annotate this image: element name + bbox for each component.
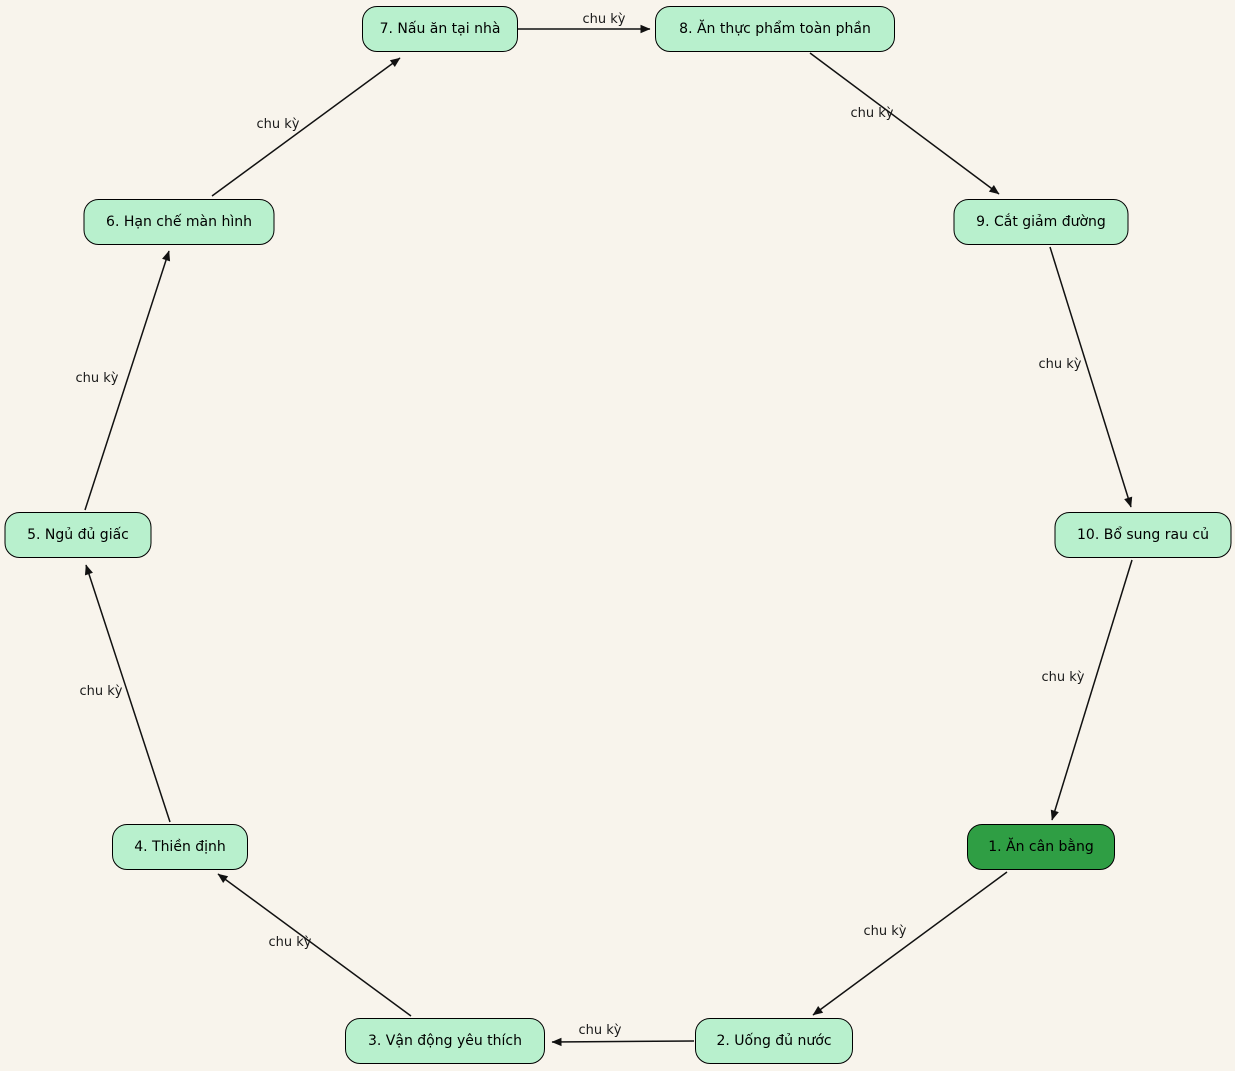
diagram-node-n4: 4. Thiền định xyxy=(112,824,248,870)
edge-label-n5-to-n6: chu kỳ xyxy=(76,371,119,386)
edge-n3-to-n4 xyxy=(217,873,412,1017)
edge-n5-to-n6 xyxy=(84,250,171,511)
diagram-node-n3: 3. Vận động yêu thích xyxy=(345,1018,545,1064)
edge-label-n1-to-n2: chu kỳ xyxy=(864,924,907,939)
edge-label-n2-to-n3: chu kỳ xyxy=(579,1023,622,1038)
diagram-node-n8: 8. Ăn thực phẩm toàn phần xyxy=(655,6,895,52)
diagram-node-n10: 10. Bổ sung rau củ xyxy=(1054,512,1232,558)
edge-n10-to-n1 xyxy=(1050,559,1133,821)
diagram-node-n2: 2. Uống đủ nước xyxy=(695,1018,853,1064)
edge-label-n9-to-n10: chu kỳ xyxy=(1039,357,1082,372)
diagram-node-n7: 7. Nấu ăn tại nhà xyxy=(362,6,518,52)
edge-label-n7-to-n8: chu kỳ xyxy=(583,12,626,27)
edge-label-n8-to-n9: chu kỳ xyxy=(851,106,894,121)
edge-label-n6-to-n7: chu kỳ xyxy=(257,117,300,132)
edge-n1-to-n2 xyxy=(812,871,1008,1016)
edge-n6-to-n7 xyxy=(211,57,401,197)
diagram-node-n9: 9. Cắt giảm đường xyxy=(953,199,1129,245)
edge-label-n3-to-n4: chu kỳ xyxy=(269,935,312,950)
edge-n2-to-n3 xyxy=(551,1037,695,1047)
edge-n8-to-n9 xyxy=(809,52,1000,195)
diagram-node-n5: 5. Ngủ đủ giấc xyxy=(4,512,152,558)
edge-n9-to-n10 xyxy=(1049,246,1133,508)
edge-n4-to-n5 xyxy=(84,564,171,823)
diagram-node-n1: 1. Ăn cân bằng xyxy=(967,824,1115,870)
edge-label-n10-to-n1: chu kỳ xyxy=(1042,670,1085,685)
edge-label-n4-to-n5: chu kỳ xyxy=(80,684,123,699)
diagram-node-n6: 6. Hạn chế màn hình xyxy=(83,199,275,245)
